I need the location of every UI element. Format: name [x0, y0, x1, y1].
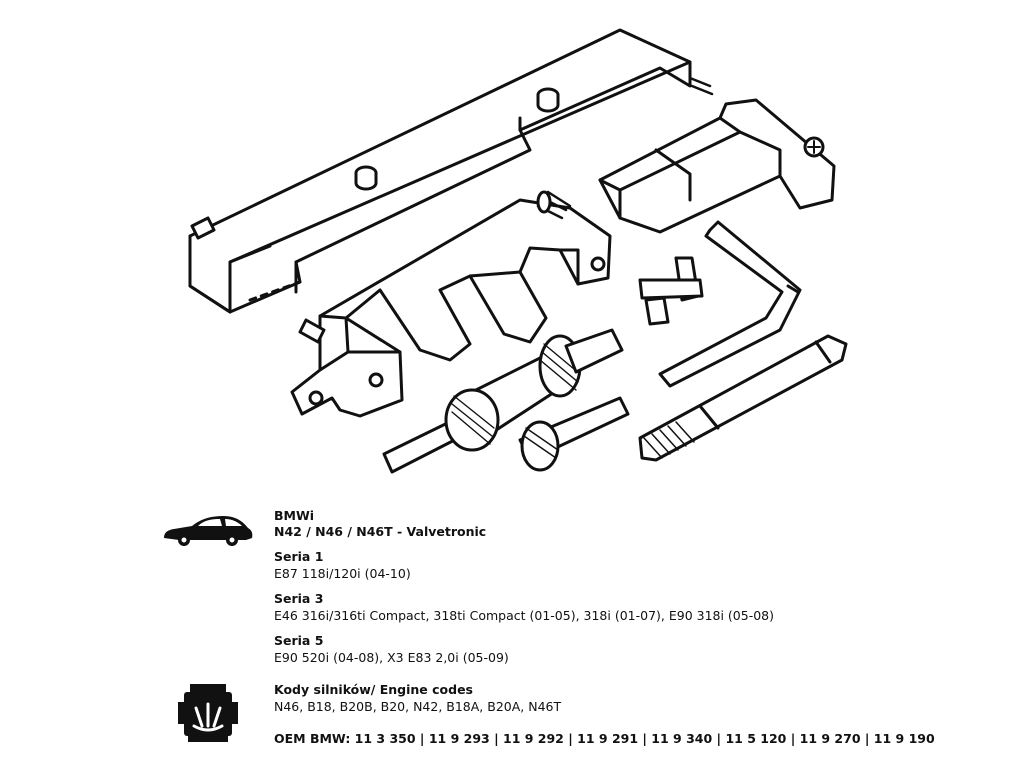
engine-codes-title: Kody silników/ Engine codes: [274, 682, 473, 697]
engine-icon: [178, 684, 238, 742]
series-1-models: E87 118i/120i (04-10): [274, 566, 411, 581]
camshaft-bar-right: [598, 98, 836, 234]
adjusting-screw: [518, 396, 630, 472]
engine-codes-list: N46, B18, B20B, B20, N42, B18A, B20A, N4…: [274, 699, 562, 714]
timing-tool-kit-illustration: [188, 28, 848, 474]
locking-pin: [638, 334, 848, 462]
tensioner-screw: [382, 328, 624, 474]
series-3-models: E46 316i/316ti Compact, 318ti Compact (0…: [274, 608, 774, 623]
make-label: BMWi: [274, 508, 315, 523]
c-frame-tool: [290, 190, 612, 418]
camshaft-bar-left: [188, 28, 714, 314]
series-3-title: Seria 3: [274, 591, 324, 606]
series-1-title: Seria 1: [274, 549, 324, 564]
oem-numbers: OEM BMW: 11 3 350 | 11 9 293 | 11 9 292 …: [274, 731, 935, 746]
series-5-models: E90 520i (04-08), X3 E83 2,0i (05-09): [274, 650, 509, 665]
engine-family-line: N42 / N46 / N46T - Valvetronic: [274, 524, 487, 539]
hex-key: [658, 220, 802, 388]
car-icon: [164, 516, 253, 546]
series-5-title: Seria 5: [274, 633, 324, 648]
crank-spacer: [638, 256, 704, 326]
